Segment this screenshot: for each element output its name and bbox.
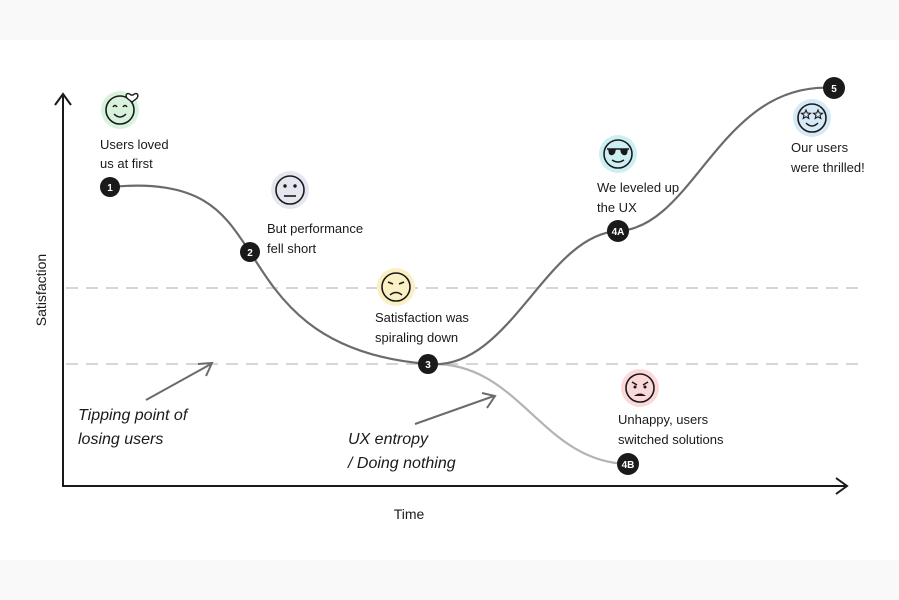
main-curve bbox=[109, 86, 835, 366]
milestone-4b-text-line-2: switched solutions bbox=[618, 432, 724, 447]
x-axis-arrow-icon bbox=[835, 477, 849, 495]
milestone-4b-badge bbox=[617, 453, 639, 475]
sunglasses-face-icon bbox=[599, 135, 637, 173]
heart-eyes-smile-icon bbox=[101, 91, 139, 129]
milestone-1-text-line-1: Users loved bbox=[100, 137, 169, 152]
milestone-5-text-line-2: were thrilled! bbox=[790, 160, 865, 175]
diagram-frame bbox=[0, 40, 899, 560]
milestone-5-badge-label: 5 bbox=[831, 84, 837, 95]
decline-curve bbox=[427, 362, 629, 466]
neutral-face-icon bbox=[271, 171, 309, 209]
worried-face-icon bbox=[377, 268, 415, 306]
milestone-4a: We leveled up the UX 4A bbox=[597, 135, 679, 242]
ux-entropy-label: UX entropy bbox=[348, 431, 429, 448]
milestone-3-text-line-1: Satisfaction was bbox=[375, 310, 469, 325]
milestone-4b-text-line-1: Unhappy, users bbox=[618, 412, 709, 427]
milestone-1: Users loved us at first 1 bbox=[100, 91, 169, 197]
milestone-1-badge bbox=[100, 177, 120, 197]
milestone-2-badge-label: 2 bbox=[247, 248, 253, 259]
milestone-3-text-line-2: spiraling down bbox=[375, 330, 458, 345]
milestone-5-badge bbox=[823, 77, 845, 99]
milestone-4a-text-line-2: the UX bbox=[597, 200, 637, 215]
milestone-4b-badge-label: 4B bbox=[622, 460, 635, 471]
milestone-5: Our users were thrilled! 5 bbox=[790, 77, 865, 175]
tipping-point-arrow-icon bbox=[145, 361, 214, 401]
milestone-4a-badge bbox=[607, 220, 629, 242]
milestone-4a-text-line-1: We leveled up bbox=[597, 180, 679, 195]
milestone-2: But performance fell short 2 bbox=[240, 171, 363, 262]
angry-face-icon bbox=[621, 369, 659, 407]
tipping-point-label: losing users bbox=[78, 431, 163, 448]
milestone-1-badge-label: 1 bbox=[107, 183, 113, 194]
milestone-3-badge-label: 3 bbox=[425, 360, 431, 371]
y-axis-arrow-icon bbox=[54, 92, 72, 106]
milestone-5-text-line-1: Our users bbox=[791, 140, 849, 155]
milestone-4b: Unhappy, users switched solutions 4B bbox=[617, 369, 724, 475]
milestone-2-text-line-1: But performance bbox=[267, 221, 363, 236]
ux-entropy-arrow-icon bbox=[414, 392, 497, 425]
milestone-2-badge bbox=[240, 242, 260, 262]
tipping-point-label: Tipping point of bbox=[78, 407, 189, 424]
ux-entropy-label: / Doing nothing bbox=[347, 455, 456, 472]
star-eyes-face-icon bbox=[793, 99, 831, 137]
milestone-2-text-line-2: fell short bbox=[267, 241, 317, 256]
milestone-4a-badge-label: 4A bbox=[612, 227, 625, 238]
y-axis-label: Satisfaction bbox=[33, 254, 49, 326]
milestone-3: Satisfaction was spiraling down 3 bbox=[375, 268, 469, 374]
milestone-1-text-line-2: us at first bbox=[100, 156, 153, 171]
milestone-3-badge bbox=[418, 354, 438, 374]
x-axis-label: Time bbox=[394, 506, 425, 522]
